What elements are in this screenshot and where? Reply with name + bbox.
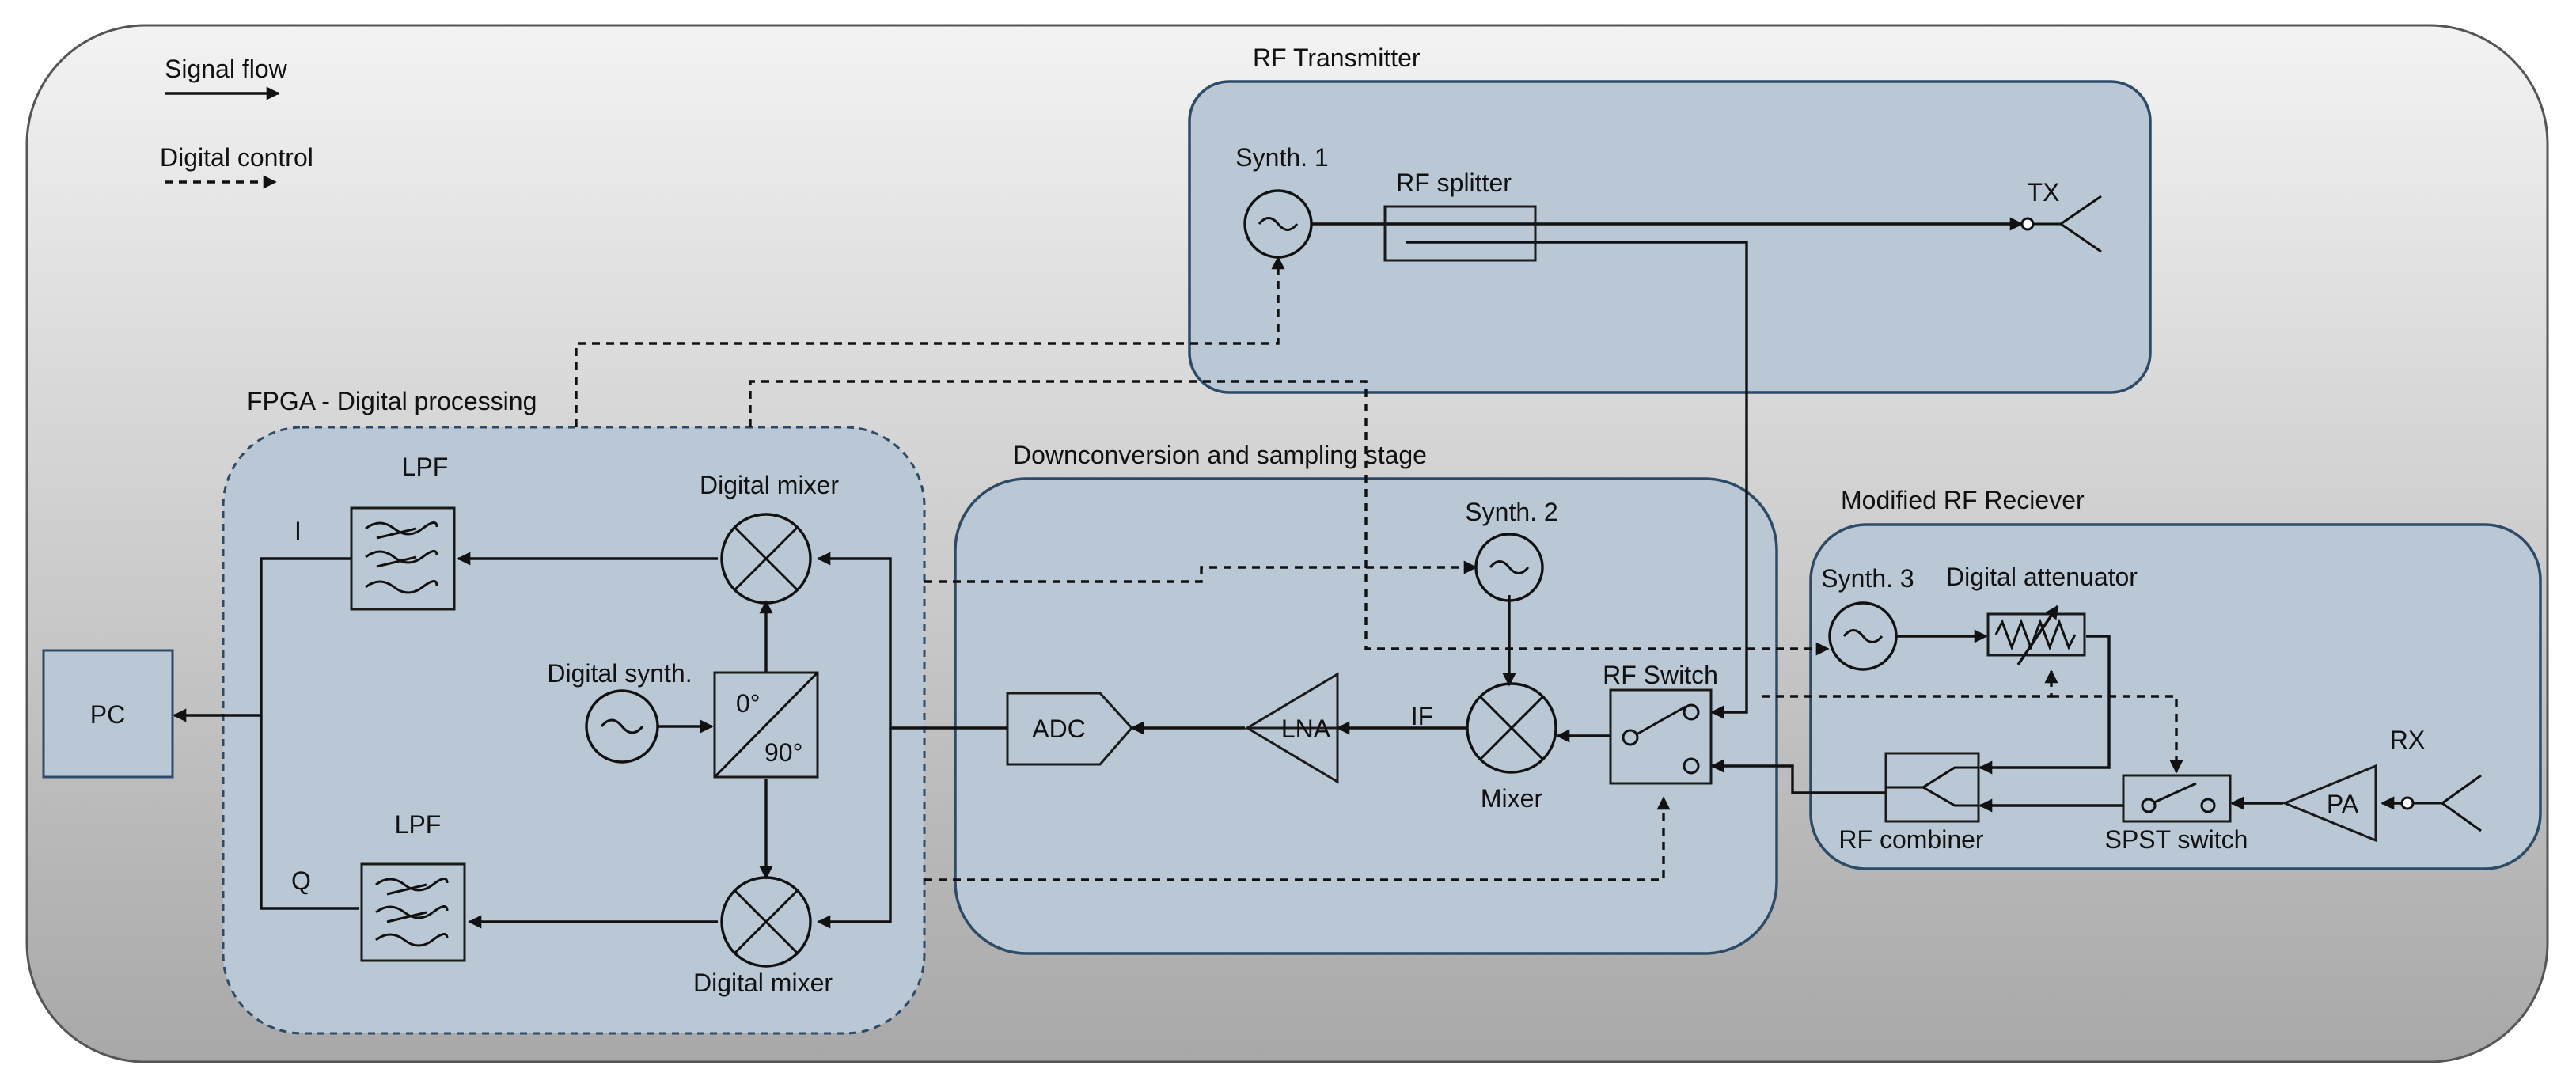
digital-attenuator-label: Digital attenuator (1946, 563, 2138, 591)
tx-label: TX (2028, 178, 2060, 207)
wire-splitter-to-switch (1406, 241, 1748, 719)
digital-synth: Digital synth. (547, 659, 692, 764)
lpf-top: LPF (350, 453, 456, 611)
phase-splitter: 0° 90° (713, 671, 819, 779)
rf-splitter: RF splitter (1383, 169, 1537, 262)
control-line-synth3 (749, 380, 1830, 656)
wire-adc-to-mixer-top (817, 552, 1007, 730)
legend-signal-flow-label: Signal flow (165, 55, 288, 83)
legend: Signal flow Digital control (160, 55, 313, 189)
legend-digital-control-label: Digital control (160, 143, 313, 172)
region-downconversion-label: Downconversion and sampling stage (1013, 441, 1427, 469)
tx-antenna: TX (2020, 178, 2102, 253)
antenna-icon (2413, 774, 2482, 832)
spst-switch-label: SPST switch (2105, 825, 2248, 854)
synth1: Synth. 1 (1235, 143, 1329, 259)
digital-synth-label: Digital synth. (547, 659, 692, 688)
digital-mixer-bottom-label: Digital mixer (693, 969, 833, 997)
region-fpga (222, 426, 926, 1035)
mixer: Mixer (1466, 682, 1557, 813)
rf-combiner: RF combiner (1838, 752, 1984, 854)
sine-icon (1258, 217, 1299, 231)
rf-switch: RF Switch (1603, 661, 1718, 785)
pc-label: PC (90, 700, 125, 729)
control-line-synth1 (575, 256, 1285, 427)
sine-icon (1489, 560, 1530, 574)
synth3-label: Synth. 3 (1821, 564, 1914, 593)
signal-wires (173, 217, 2401, 929)
sine-icon (600, 718, 644, 734)
rf-splitter-label: RF splitter (1396, 169, 1512, 197)
spst-switch: SPST switch (2105, 774, 2248, 854)
wire-iq-bus (260, 557, 359, 910)
sine-icon (1842, 629, 1884, 643)
wire-attenuator-to-combiner (1978, 635, 2111, 775)
adc-block: ADC (1006, 692, 1134, 766)
pa-block: PA (2282, 764, 2377, 843)
digital-mixer-top: Digital mixer (700, 471, 839, 605)
phase-90-label: 90° (764, 738, 802, 767)
digital-mixer-bottom: Digital mixer (693, 876, 833, 997)
control-line-spst (2051, 695, 2183, 774)
lna-label: LNA (1281, 715, 1331, 743)
resistor-icon (1994, 618, 2077, 651)
i-label: I (294, 517, 302, 545)
wire-adc-to-mixer-bottom (817, 728, 892, 929)
lna-block: LNA (1242, 672, 1339, 784)
rx-antenna: RX (2390, 726, 2482, 832)
digital-mixer-top-label: Digital mixer (700, 471, 839, 499)
lpf-bottom-symbol (375, 878, 449, 947)
digital-attenuator: Digital attenuator (1946, 563, 2138, 665)
control-line-synth2 (924, 560, 1478, 583)
synth2-label: Synth. 2 (1465, 498, 1557, 526)
rf-combiner-label: RF combiner (1838, 825, 1984, 854)
if-label: IF (1411, 702, 1433, 730)
pa-label: PA (2327, 790, 2359, 818)
region-receiver-label: Modified RF Reciever (1841, 486, 2085, 514)
region-transmitter-label: RF Transmitter (1253, 44, 1421, 72)
lpf-bottom: LPF (360, 810, 466, 962)
control-lines (575, 256, 2183, 881)
q-label: Q (291, 866, 311, 895)
synth3: Synth. 3 (1821, 564, 1914, 671)
phase-0-label: 0° (736, 689, 761, 718)
lpf-top-symbol (365, 521, 438, 594)
synth1-label: Synth. 1 (1235, 143, 1328, 172)
adc-label: ADC (1032, 715, 1086, 743)
region-transmitter (1188, 80, 2152, 394)
synth2: Synth. 2 (1465, 498, 1558, 602)
pc-block: PC (42, 649, 174, 779)
lpf-bottom-label: LPF (395, 810, 442, 839)
rf-switch-label: RF Switch (1603, 661, 1718, 689)
rx-label: RX (2390, 726, 2425, 754)
antenna-icon (2033, 195, 2102, 253)
lpf-top-label: LPF (402, 453, 449, 481)
wire-combiner-to-switch (1710, 759, 1886, 794)
region-fpga-label: FPGA - Digital processing (247, 387, 537, 415)
mixer-label: Mixer (1481, 784, 1543, 813)
control-line-rf-switch (924, 796, 1671, 881)
